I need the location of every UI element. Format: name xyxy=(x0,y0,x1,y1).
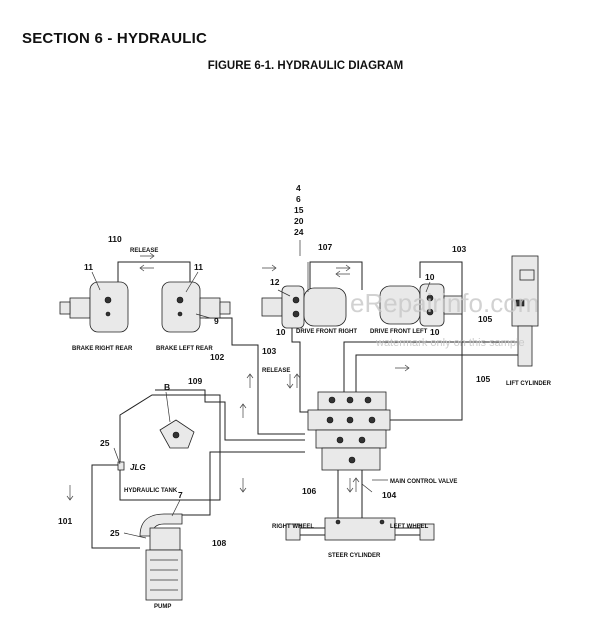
brake-right-rear-motor xyxy=(59,281,129,333)
callout-20: 20 xyxy=(294,216,304,226)
watermark-sub: watermark only on this sample xyxy=(375,337,525,349)
callout-101: 101 xyxy=(58,516,72,526)
figure-title: FIGURE 6-1. HYDRAULIC DIAGRAM xyxy=(207,60,404,72)
callout-109: 109 xyxy=(188,376,202,386)
tank-logo: JLG xyxy=(130,463,146,472)
label-pump: PUMP xyxy=(154,604,171,610)
label-drive-front-right: DRIVE FRONT RIGHT xyxy=(296,329,357,335)
section-title: SECTION 6 - HYDRAULIC xyxy=(22,30,208,47)
label-left-wheel: LEFT WHEEL xyxy=(390,524,429,530)
callout-12: 12 xyxy=(270,277,280,287)
callout-105-top: 105 xyxy=(478,314,492,324)
callout-110: 110 xyxy=(108,234,122,244)
callout-10-left: 10 xyxy=(430,327,440,337)
callout-11-left: 11 xyxy=(84,262,93,272)
steer-cylinder xyxy=(285,517,435,541)
pump xyxy=(139,513,183,601)
main-control-valve xyxy=(307,391,391,471)
callout-103-mid: 103 xyxy=(262,346,276,356)
callout-102: 102 xyxy=(210,352,224,362)
drive-front-left-motor xyxy=(379,283,463,327)
callout-25-tank: 25 xyxy=(100,438,110,448)
callout-11-right: 11 xyxy=(194,262,203,272)
label-release-top: RELEASE xyxy=(130,248,158,254)
label-main-control-valve: MAIN CONTROL VALVE xyxy=(390,479,457,485)
leader-lines xyxy=(91,240,431,539)
callout-106: 106 xyxy=(302,486,316,496)
label-hydraulic-tank: HYDRAULIC TANK xyxy=(124,488,178,494)
drive-front-right-motor xyxy=(261,285,347,329)
hydraulic-lines xyxy=(91,261,531,549)
callout-4: 4 xyxy=(296,183,301,193)
callout-B: B xyxy=(164,382,170,392)
label-steer-cylinder: STEER CYLINDER xyxy=(328,553,381,559)
callout-107: 107 xyxy=(318,242,332,252)
callout-9: 9 xyxy=(214,316,219,326)
component-labels: RELEASE RELEASE BRAKE RIGHT REAR BRAKE L… xyxy=(72,248,552,610)
label-lift-cylinder: LIFT CYLINDER xyxy=(506,381,552,387)
callout-108: 108 xyxy=(212,538,226,548)
watermark-main: eRepairinfo.com xyxy=(350,288,539,318)
callout-24: 24 xyxy=(294,227,304,237)
label-right-wheel: RIGHT WHEEL xyxy=(272,524,314,530)
label-release-mid: RELEASE xyxy=(262,368,290,374)
callout-104: 104 xyxy=(382,490,396,500)
brake-left-rear-motor xyxy=(161,281,231,333)
watermark: eRepairinfo.com watermark only on this s… xyxy=(350,288,539,349)
callout-15: 15 xyxy=(294,205,304,215)
callout-10-top: 10 xyxy=(425,272,435,282)
label-brake-right-rear: BRAKE RIGHT REAR xyxy=(72,346,133,352)
callout-6: 6 xyxy=(296,194,301,204)
label-drive-front-left: DRIVE FRONT LEFT xyxy=(370,329,428,335)
callouts: 4 6 15 20 24 110 11 11 9 107 103 12 10 1… xyxy=(58,183,492,548)
callout-105-bottom: 105 xyxy=(476,374,490,384)
callout-25-pump: 25 xyxy=(110,528,120,538)
callout-103-top: 103 xyxy=(452,244,466,254)
flow-arrows xyxy=(66,252,410,501)
callout-10-right: 10 xyxy=(276,327,286,337)
label-brake-left-rear: BRAKE LEFT REAR xyxy=(156,346,213,352)
lift-cylinder xyxy=(511,255,539,367)
callout-7: 7 xyxy=(178,490,183,500)
hydraulic-tank xyxy=(117,419,195,471)
